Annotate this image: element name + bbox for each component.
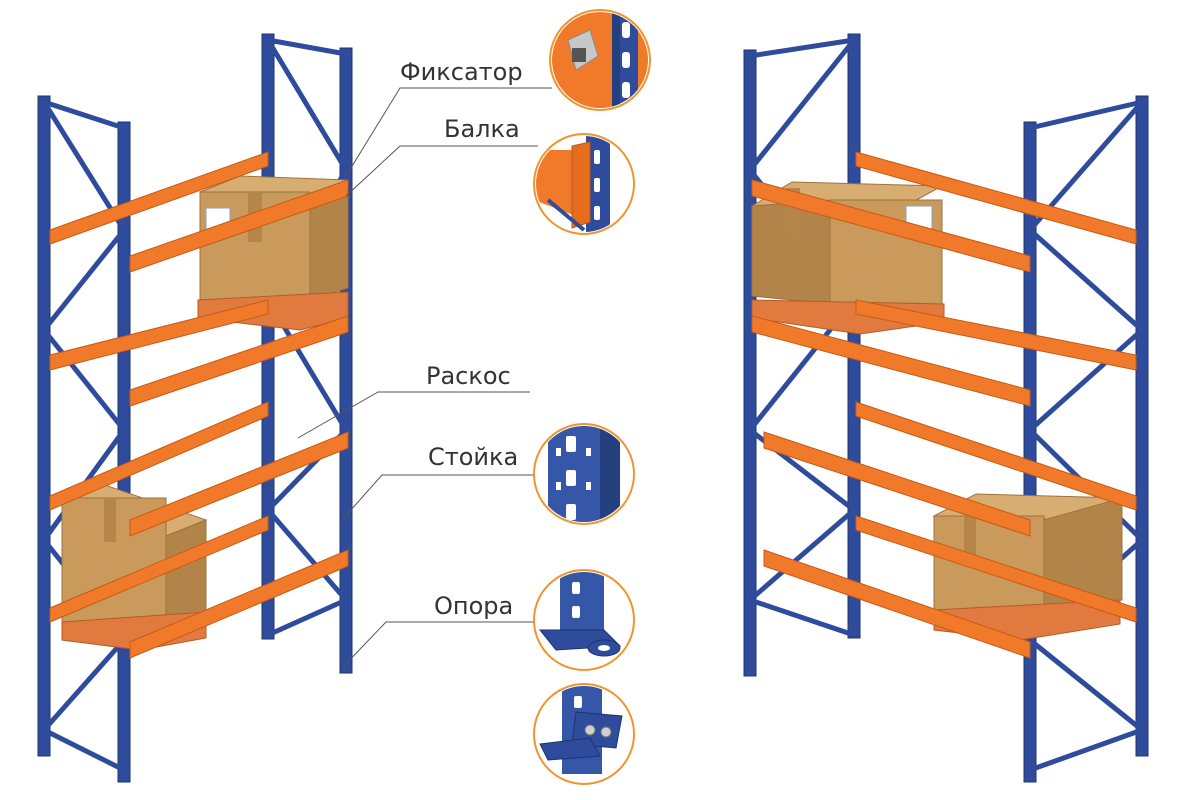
beam xyxy=(129,431,349,537)
right-rack-front-upright-left xyxy=(1023,121,1037,783)
left-rack-beams xyxy=(49,151,349,659)
leader-lines xyxy=(297,87,552,669)
left-rack-front-bracing xyxy=(41,99,127,773)
beam xyxy=(855,515,1137,623)
beam xyxy=(129,315,349,407)
beam xyxy=(49,299,269,371)
beam xyxy=(751,179,1031,273)
beam xyxy=(129,179,349,273)
label-support: Опора xyxy=(434,592,513,620)
beam xyxy=(751,315,1031,407)
beam xyxy=(763,549,1031,659)
leader-beam xyxy=(345,145,538,197)
leader-upright xyxy=(341,474,536,521)
left-rack xyxy=(37,33,353,783)
beam xyxy=(763,431,1031,537)
label-upright: Стойка xyxy=(428,443,518,471)
right-rack-lower-box xyxy=(932,493,1124,641)
beam xyxy=(129,549,349,659)
leader-brace xyxy=(297,391,530,439)
left-rack-back-upright-left xyxy=(261,33,275,640)
right-rack-front-upright-right xyxy=(1135,95,1149,757)
right-rack-front-bracing xyxy=(1027,99,1145,773)
left-rack-back-upright-right xyxy=(339,47,353,674)
beam xyxy=(855,401,1137,511)
detail-circle-beam xyxy=(533,133,635,235)
right-rack-back-upright-left xyxy=(743,49,757,677)
right-rack-beams xyxy=(751,151,1137,659)
detail-circle-support-2 xyxy=(533,683,635,785)
detail-circle-fixer xyxy=(549,9,651,111)
label-beam: Балка xyxy=(444,115,520,143)
leader-fixer xyxy=(345,87,552,177)
left-rack-front-upright-left xyxy=(37,95,51,757)
beam xyxy=(855,151,1137,245)
beam xyxy=(49,515,269,623)
leader-support xyxy=(341,621,536,669)
beam xyxy=(49,151,269,245)
right-rack xyxy=(743,33,1149,783)
beam xyxy=(855,299,1137,371)
label-brace: Раскос xyxy=(426,362,511,390)
detail-circle-upright xyxy=(533,423,635,525)
detail-circle-support-1 xyxy=(533,569,635,671)
beam xyxy=(49,401,269,511)
right-rack-back-upright-right xyxy=(847,33,861,639)
label-fixer: Фиксатор xyxy=(400,58,523,86)
